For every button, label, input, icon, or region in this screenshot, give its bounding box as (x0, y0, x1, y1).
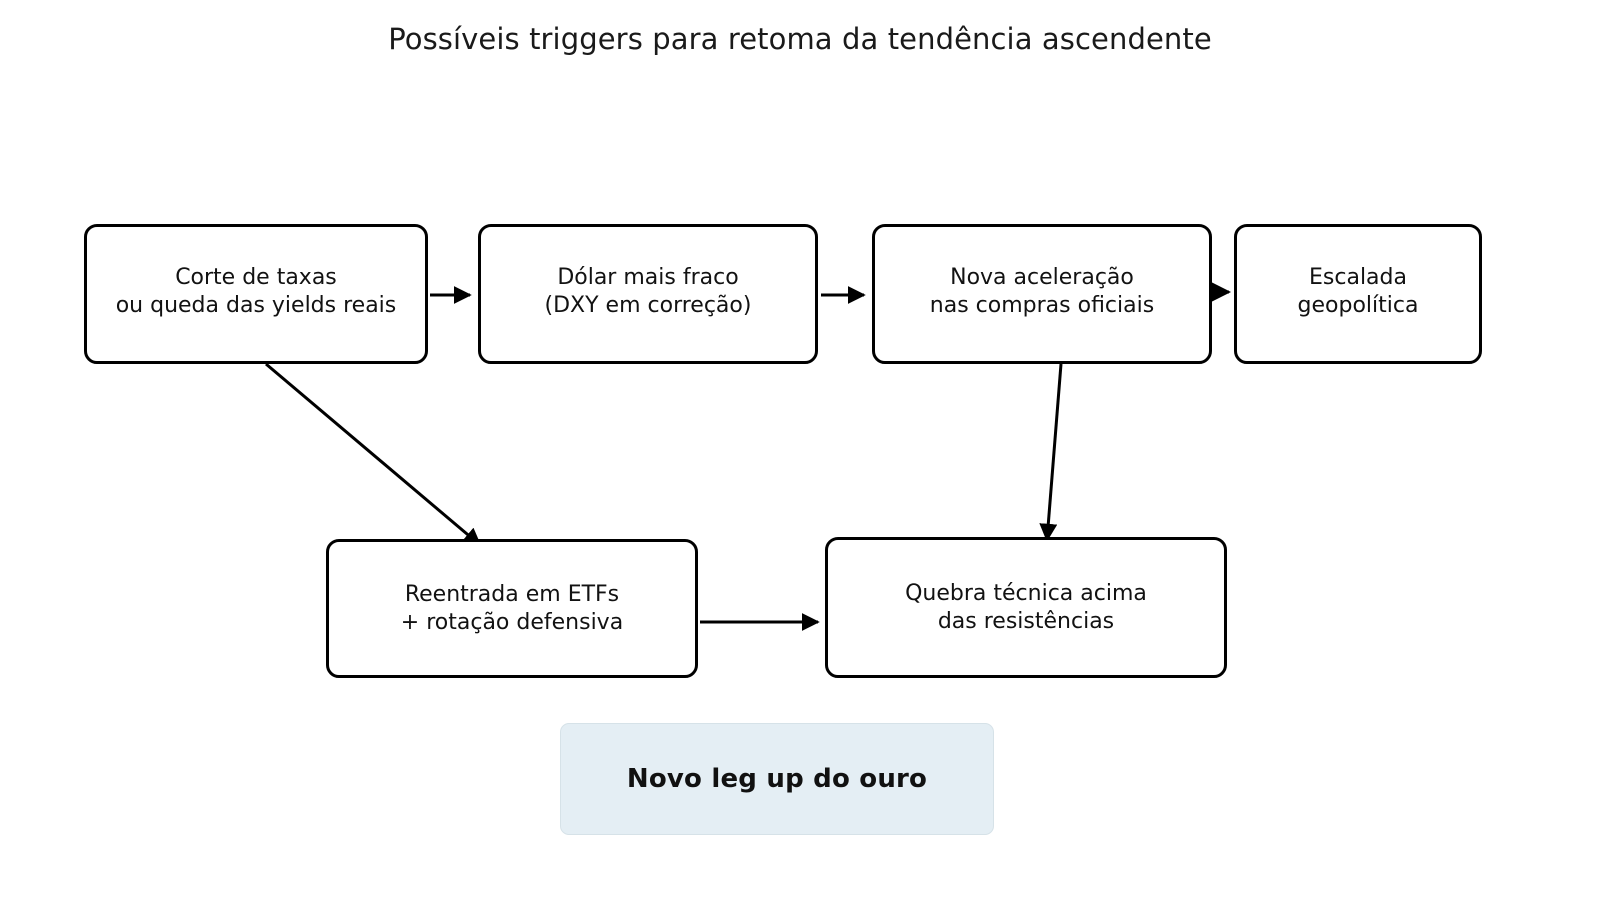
edge-rate-cut-to-etf-reentry (265, 362, 482, 547)
node-etf-reentry-label: Reentrada em ETFs + rotação defensiva (400, 581, 624, 635)
node-technical-break-label: Quebra técnica acima das resistências (905, 580, 1147, 634)
node-rate-cut-label: Corte de taxas ou queda das yields reais (115, 265, 397, 318)
node-etf-reentry[interactable]: Reentrada em ETFs + rotação defensiva (326, 539, 698, 678)
node-geopolitics-label: Escalada geopolítica (1297, 265, 1419, 318)
page-title: Possíveis triggers para retoma da tendên… (388, 22, 1212, 56)
node-outcome[interactable]: Novo leg up do ouro (560, 723, 994, 835)
node-weak-dxy-label: Dólar mais fraco (DXY em correção) (544, 265, 752, 318)
node-official-buying[interactable]: Nova aceleração nas compras oficiais (872, 224, 1212, 364)
node-weak-dxy[interactable]: Dólar mais fraco (DXY em correção) (478, 224, 818, 364)
edge-official-buying-to-technical-break (1039, 363, 1063, 542)
node-official-buying-label: Nova aceleração nas compras oficiais (929, 265, 1155, 318)
node-rate-cut[interactable]: Corte de taxas ou queda das yields reais (84, 224, 428, 364)
node-technical-break[interactable]: Quebra técnica acima das resistências (825, 537, 1227, 678)
node-outcome-label: Novo leg up do ouro (626, 764, 928, 794)
node-geopolitics[interactable]: Escalada geopolítica (1234, 224, 1482, 364)
